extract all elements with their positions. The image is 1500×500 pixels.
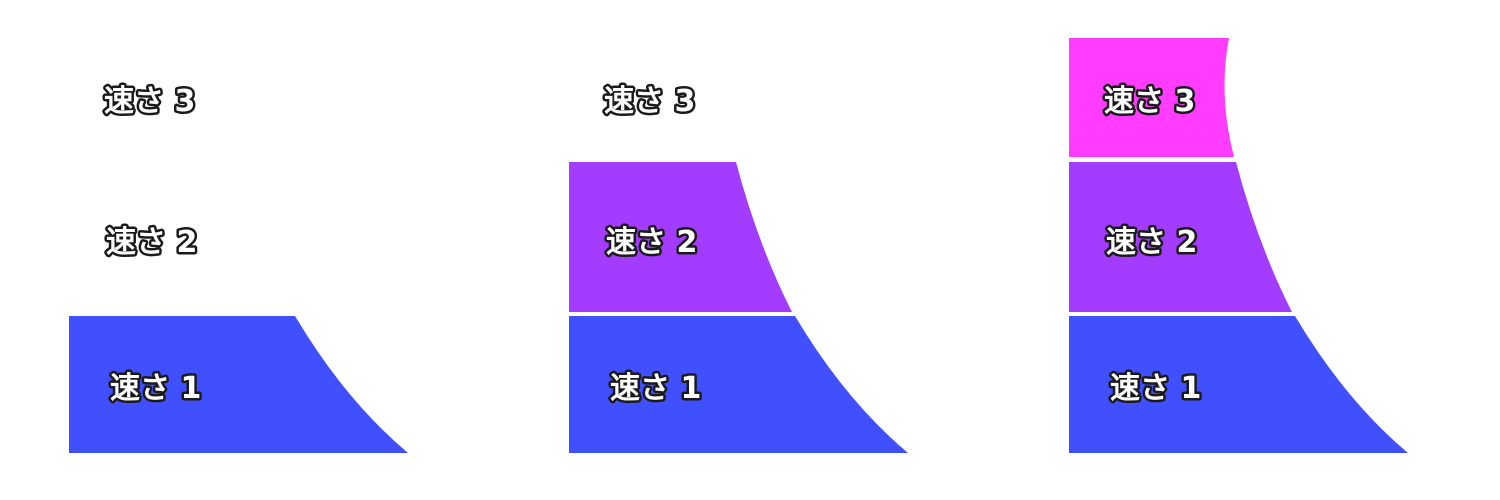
speed-1-band [569,316,908,453]
speed-1-label: 速さ 1 [610,371,701,406]
speed-3-label: 速さ 3 [1104,84,1195,119]
panel-3: 速さ 1 速さ 2 速さ 3 [1069,38,1408,453]
speed-1-band [1069,316,1408,453]
speed-2-band [1069,162,1292,312]
speed-1-label: 速さ 1 [110,371,201,406]
speed-2-band [569,162,792,312]
speed-3-label: 速さ 3 [104,84,195,119]
panel-1: 速さ 1 速さ 2 速さ 3 [69,82,408,453]
speed-2-label: 速さ 2 [1106,225,1197,260]
speed-2-label: 速さ 2 [106,225,197,260]
speed-3-label: 速さ 3 [604,84,695,119]
speed-3-band [1069,38,1234,157]
panel-2: 速さ 1 速さ 2 速さ 3 [569,82,908,453]
speed-1-band [69,316,408,453]
speed-1-label: 速さ 1 [1110,371,1201,406]
speed-2-label: 速さ 2 [606,225,697,260]
